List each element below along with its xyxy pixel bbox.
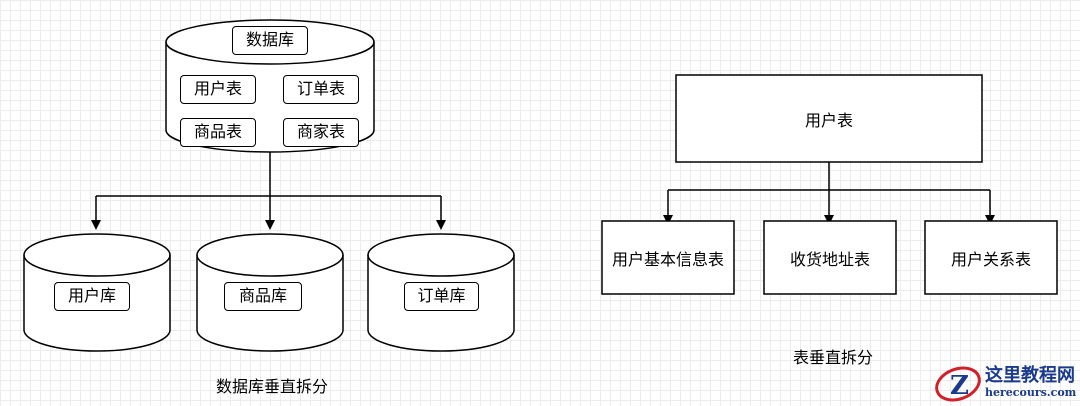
target-table-box-3	[924, 220, 1058, 295]
table-label-product: 商品表	[180, 118, 256, 147]
watermark-logo: Z	[935, 366, 981, 402]
target-db-label-order: 订单库	[404, 282, 479, 311]
watermark-text: 这里教程网 herecours.com	[985, 366, 1076, 400]
db-split-connectors	[91, 152, 446, 230]
watermark-title: 这里教程网	[985, 365, 1075, 386]
table-split-connectors	[663, 162, 995, 225]
target-db-label-user: 用户库	[54, 282, 130, 311]
source-database-label: 数据库	[232, 26, 308, 55]
watermark-subtitle: herecours.com	[985, 386, 1077, 399]
source-table-label: 用户表	[804, 110, 853, 130]
source-table-box	[675, 74, 983, 163]
db-split-caption: 数据库垂直拆分	[216, 377, 329, 396]
target-table-label-relation: 用户关系表	[950, 249, 1031, 269]
table-label-merchant: 商家表	[283, 118, 359, 147]
watermark-logo-letter: Z	[950, 371, 969, 401]
target-table-box-2	[763, 220, 897, 295]
target-table-label-address: 收货地址表	[789, 249, 870, 269]
target-table-label-basic-info: 用户基本信息表	[611, 249, 724, 269]
table-label-order: 订单表	[283, 75, 359, 104]
table-split-caption: 表垂直拆分	[793, 348, 874, 367]
table-label-user: 用户表	[180, 75, 256, 104]
target-table-box-1	[601, 220, 735, 295]
target-db-label-product: 商品库	[224, 282, 302, 311]
